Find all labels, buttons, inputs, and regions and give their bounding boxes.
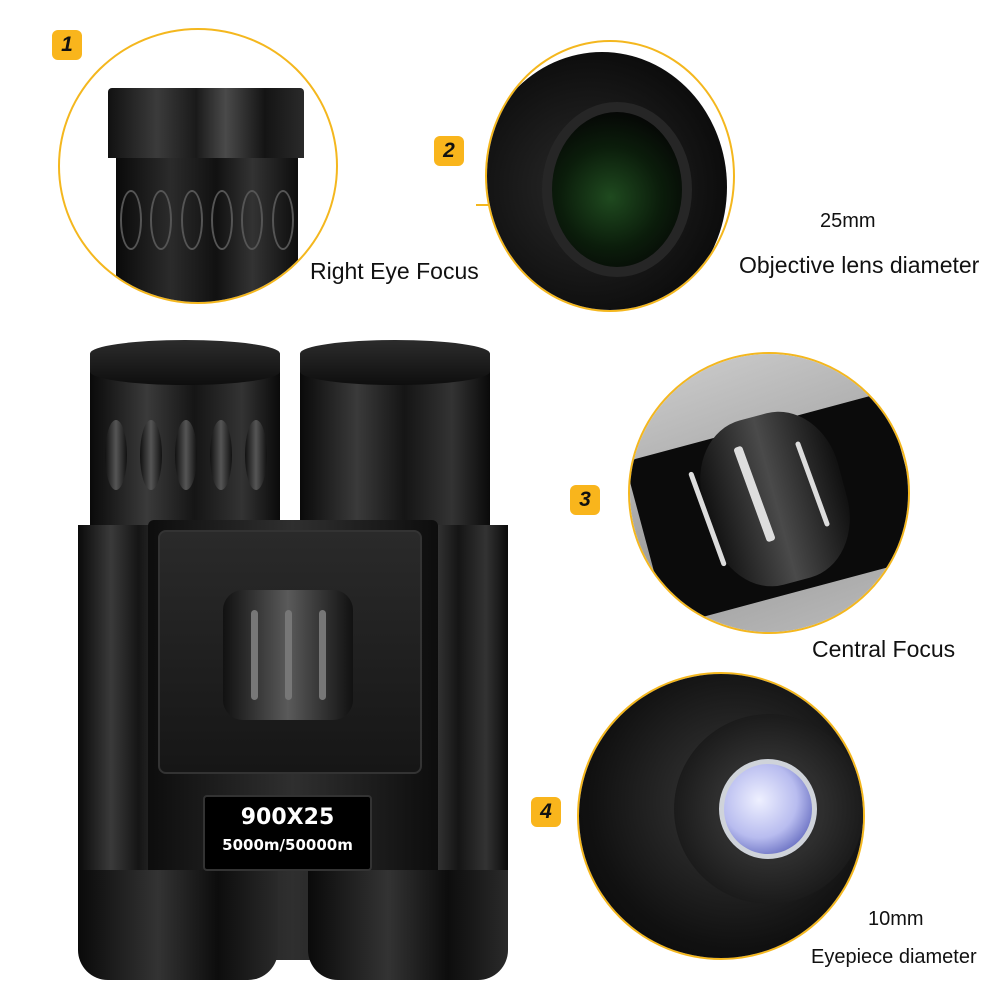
- callout-badge-1: 1: [52, 30, 82, 60]
- eyepiece-cap-image: [108, 88, 304, 158]
- callout-badge-3: 3: [570, 485, 600, 515]
- left-eyepiece-top: [90, 340, 280, 385]
- label-objective-lens-diameter: Objective lens diameter: [739, 252, 980, 278]
- right-eyepiece-tube: [300, 355, 490, 545]
- left-focus-knurl: [98, 420, 273, 490]
- magnification-text: 900X25: [240, 805, 335, 830]
- spec-label-plate: 900X25 5000m/50000m: [203, 795, 372, 871]
- label-eyepiece-diameter: Eyepiece diameter: [811, 946, 977, 968]
- left-objective-tube: [78, 870, 278, 980]
- focus-ring-knurl: [116, 180, 298, 260]
- eyepiece-body-image: [116, 158, 298, 302]
- label-objective-diameter-value: 25mm: [820, 210, 876, 232]
- right-eyepiece-top: [300, 340, 490, 385]
- label-right-eye-focus: Right Eye Focus: [310, 258, 479, 284]
- binoculars-product-image: 900X25 5000m/50000m: [78, 325, 508, 980]
- objective-lens-image: [542, 102, 692, 277]
- label-central-focus: Central Focus: [812, 636, 956, 662]
- detail-circle-eyepiece: [577, 672, 865, 960]
- detail-circle-central-focus: [628, 352, 910, 634]
- label-eyepiece-diameter-value: 10mm: [868, 908, 924, 930]
- range-text: 5000m/50000m: [222, 836, 353, 854]
- callout-badge-4: 4: [531, 797, 561, 827]
- central-focus-wheel: [223, 590, 353, 720]
- detail-circle-right-eye-focus: [58, 28, 338, 304]
- connector-line-2: [476, 204, 494, 206]
- callout-badge-2: 2: [434, 136, 464, 166]
- right-objective-tube: [308, 870, 508, 980]
- detail-circle-objective-lens: [485, 40, 735, 312]
- eyepiece-lens-image: [719, 759, 817, 859]
